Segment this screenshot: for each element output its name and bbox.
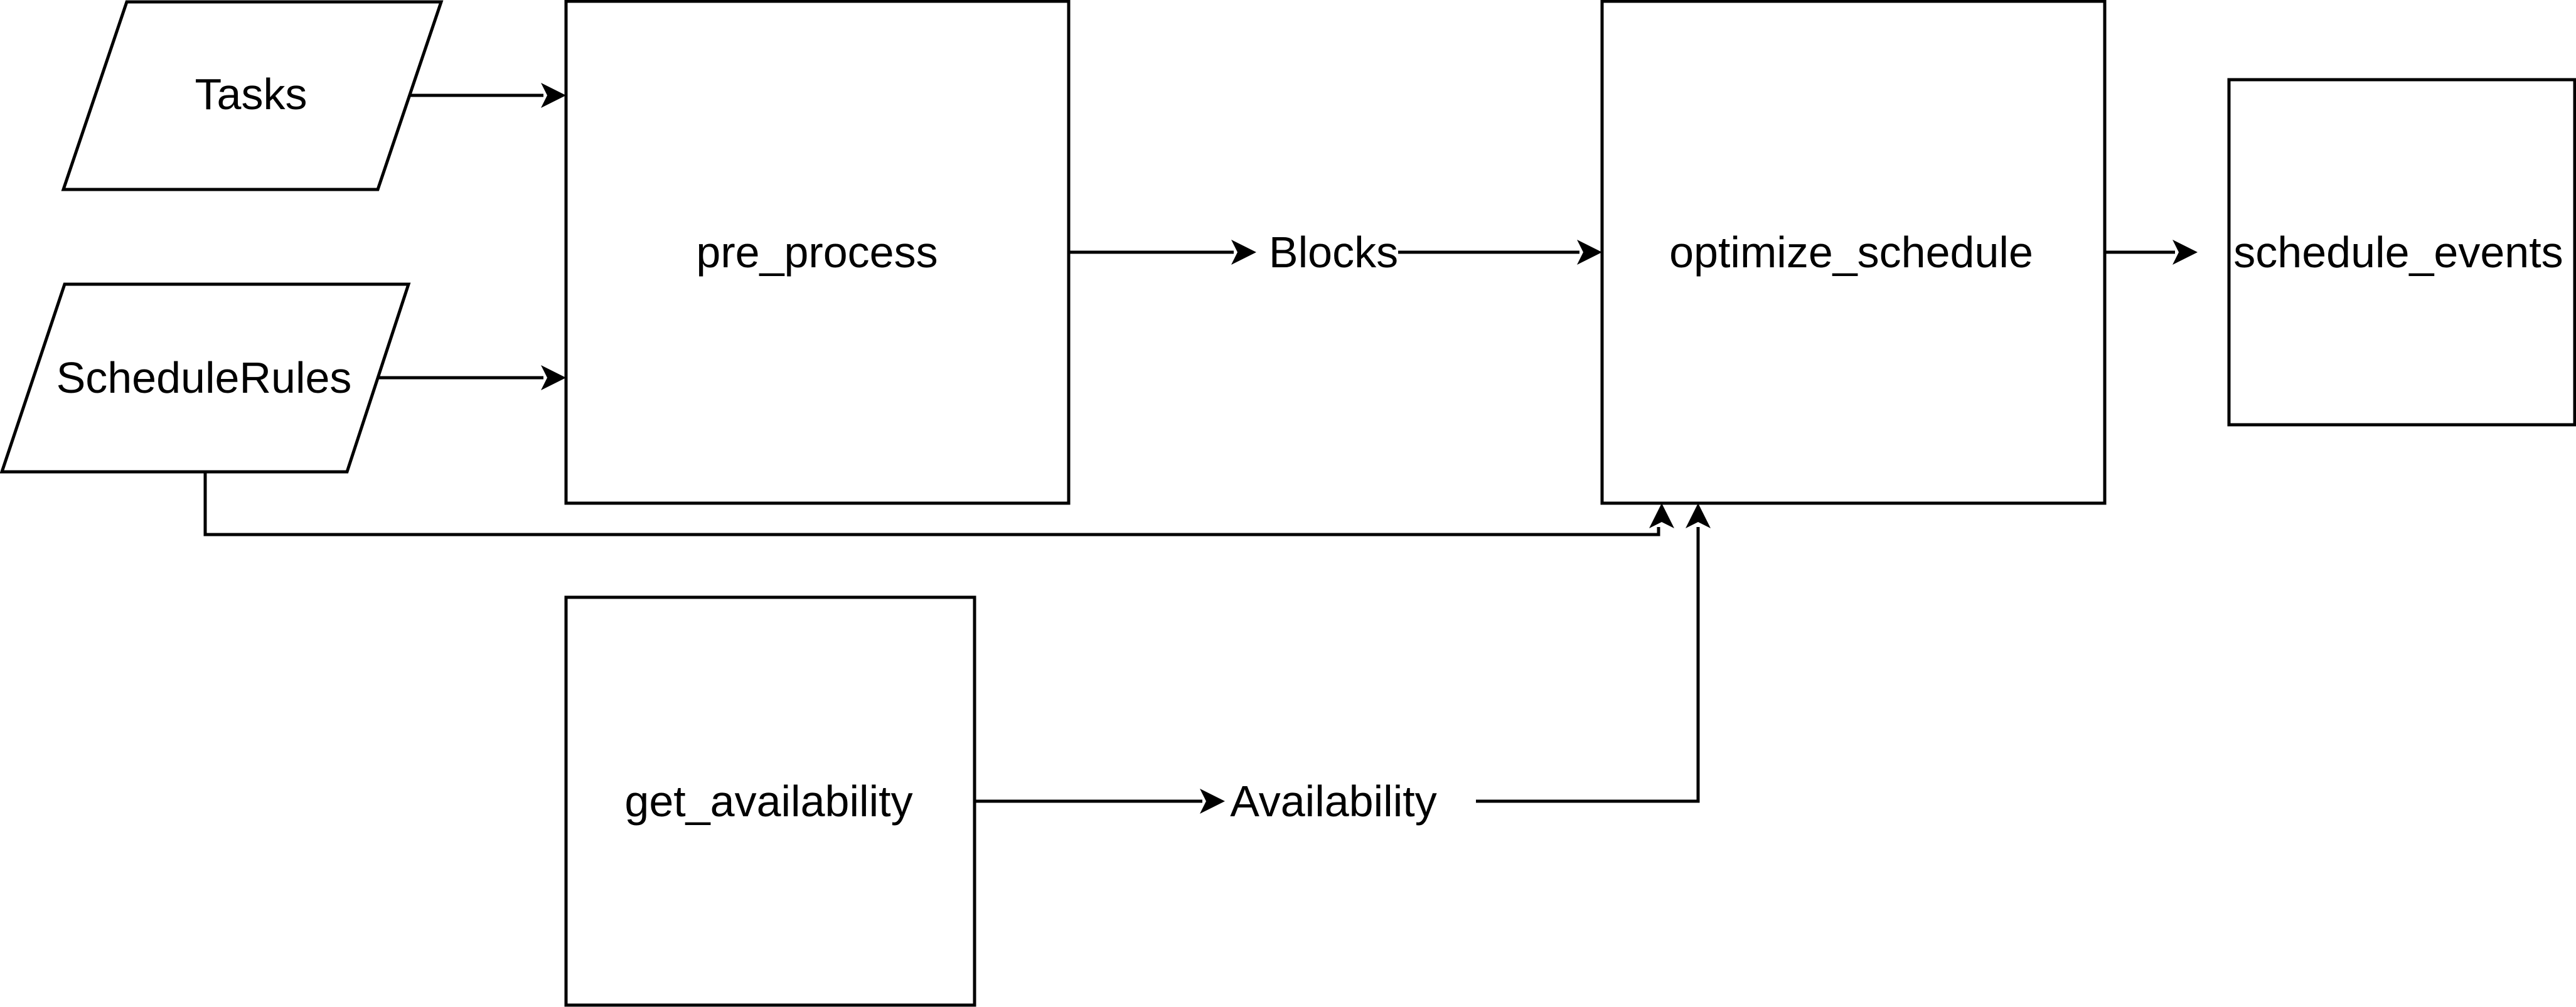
- schedule-rules-input-node: [0, 282, 411, 474]
- arrowhead-schedule-rules-to-optimize: [1649, 503, 1674, 528]
- arrowhead-schedule-rules-to-pre-process: [541, 365, 566, 390]
- optimize-schedule-node: [1600, 0, 2107, 505]
- arrowhead-availability-to-optimize: [1686, 503, 1711, 528]
- availability-label: Availability: [1230, 777, 1436, 826]
- tasks-label: Tasks: [195, 70, 307, 119]
- tasks-input-node: [61, 0, 444, 191]
- arrowhead-optimize-to-schedule-events: [2172, 240, 2198, 265]
- edge-availability-to-optimize: [1476, 527, 1700, 803]
- blocks-label: Blocks: [1269, 228, 1398, 277]
- pre-process-node: [564, 0, 1071, 505]
- pre-process-label: pre_process: [696, 228, 938, 277]
- schedule-events-label: schedule_events: [2233, 228, 2563, 277]
- optimize-schedule-label: optimize_schedule: [1669, 228, 2033, 277]
- arrowhead-tasks-to-pre-process: [541, 83, 566, 108]
- get-availability-label: get_availability: [624, 777, 912, 826]
- arrowhead-get-availability-to-availability: [1200, 789, 1225, 814]
- schedule-events-node: [2227, 78, 2576, 427]
- arrowhead-pre-process-to-blocks: [1231, 240, 1256, 265]
- edge-schedule-rules-to-optimize: [203, 472, 1660, 536]
- schedule-rules-label: ScheduleRules: [56, 353, 352, 402]
- arrowhead-blocks-to-optimize: [1577, 240, 1602, 265]
